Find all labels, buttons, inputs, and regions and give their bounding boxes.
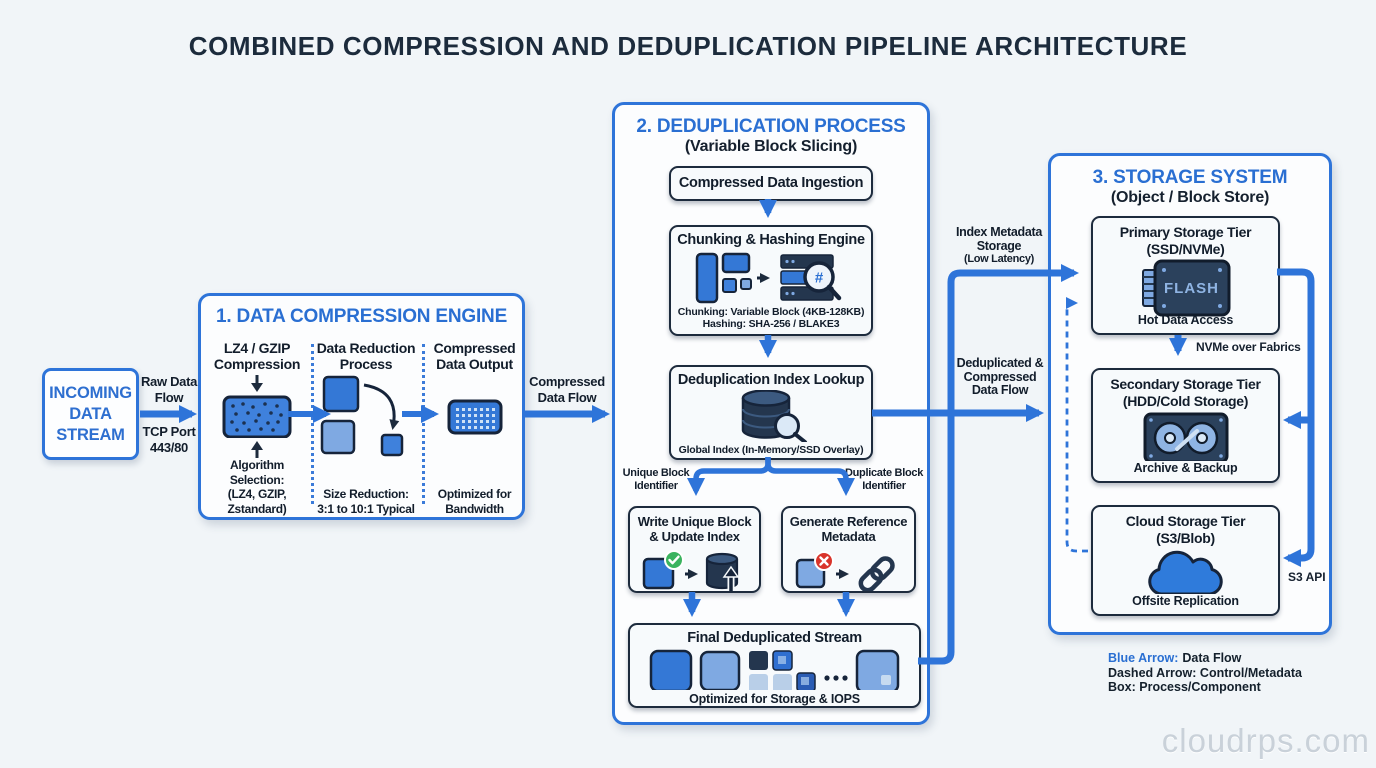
dedup-header: 2. DEDUPLICATION PROCESS bbox=[636, 116, 906, 137]
chunking-hashing-box: Chunking & Hashing Engine # Chunking: Va… bbox=[669, 225, 873, 336]
s3-api-label: S3 API bbox=[1288, 570, 1326, 584]
compression-column-output: Compressed Data Output Optimized for Ban… bbox=[433, 340, 516, 516]
storage-subheader: (Object / Block Store) bbox=[1110, 189, 1270, 206]
final-dedup-stream-box: Final Deduplicated Stream Optimized for … bbox=[628, 623, 921, 708]
incoming-line: DATA bbox=[69, 404, 112, 423]
column-divider bbox=[422, 344, 425, 504]
duplicate-block-identifier-label: Duplicate Block Identifier bbox=[844, 467, 924, 492]
write-unique-icon bbox=[642, 550, 739, 591]
primary-storage-box: Primary Storage Tier (SSD/NVMe) FLASH Ho… bbox=[1091, 216, 1280, 335]
page-title: COMBINED COMPRESSION AND DEDUPLICATION P… bbox=[188, 31, 1188, 61]
dedup-index-lookup-box: Deduplication Index Lookup Global Index … bbox=[669, 365, 873, 460]
nvme-label: NVMe over Fabrics bbox=[1196, 340, 1301, 354]
index-metadata-label: Index Metadata Storage (Low Latency) bbox=[955, 225, 1043, 265]
legend-line-box: Box: Process/Component bbox=[1108, 680, 1261, 694]
tcp-port-label: TCP Port 443/80 bbox=[142, 424, 196, 455]
legend-line-dashed-arrow: Dashed Arrow: Control/Metadata bbox=[1108, 665, 1303, 680]
index-lookup-database-icon bbox=[741, 389, 807, 442]
compressed-block-icon bbox=[222, 395, 292, 439]
legend-line-blue-arrow: Blue Arrow:Data Flow bbox=[1108, 651, 1242, 665]
write-unique-block-box: Write Unique Block & Update Index bbox=[628, 506, 761, 593]
hdd-icon bbox=[1143, 412, 1228, 461]
generate-reference-box: Generate Reference Metadata bbox=[781, 506, 916, 593]
secondary-storage-box: Secondary Storage Tier (HDD/Cold Storage… bbox=[1091, 368, 1280, 483]
compressed-output-icon bbox=[447, 399, 502, 435]
compressed-data-flow-label: Compressed Data Flow bbox=[529, 374, 605, 405]
compression-engine-box: 1. DATA COMPRESSION ENGINE LZ4 / GZIP Co… bbox=[198, 293, 525, 520]
storage-header: 3. STORAGE SYSTEM bbox=[1092, 167, 1288, 188]
compression-column-lz4: LZ4 / GZIP Compression bbox=[213, 340, 301, 516]
incoming-line: INCOMING bbox=[49, 383, 132, 402]
watermark: cloudrps.com bbox=[1161, 722, 1370, 759]
raw-data-flow-label: Raw Data Flow bbox=[140, 374, 198, 405]
compression-column-reduction: Data Reduction Process Size Reduction: 3… bbox=[316, 340, 416, 516]
column-divider bbox=[311, 344, 314, 504]
dedup-flow-label: Deduplicated & Compressed Data Flow bbox=[956, 356, 1044, 397]
arrow-up-icon bbox=[251, 441, 263, 458]
chunking-hashing-icon: # bbox=[695, 252, 842, 303]
flash-chip-icon: FLASH bbox=[1141, 259, 1231, 317]
unique-block-identifier-label: Unique Block Identifier bbox=[622, 467, 690, 492]
dedup-subheader: (Variable Block Slicing) bbox=[684, 138, 858, 155]
incoming-line: STREAM bbox=[56, 425, 125, 444]
storage-system-box: 3. STORAGE SYSTEM (Object / Block Store)… bbox=[1048, 153, 1332, 635]
deduplication-process-box: 2. DEDUPLICATION PROCESS (Variable Block… bbox=[612, 102, 930, 725]
svg-text:#: # bbox=[815, 269, 824, 286]
flash-chip-label: FLASH bbox=[1164, 279, 1219, 297]
arrow-down-icon bbox=[251, 375, 263, 392]
legend: Blue Arrow:Data Flow Dashed Arrow: Contr… bbox=[1108, 651, 1302, 695]
final-stream-blocks-icon bbox=[649, 649, 899, 690]
cloud-icon bbox=[1147, 550, 1223, 594]
compression-header: 1. DATA COMPRESSION ENGINE bbox=[215, 306, 508, 327]
cloud-storage-box: Cloud Storage Tier (S3/Blob) Offsite Rep… bbox=[1091, 505, 1280, 616]
incoming-data-stream-box: INCOMING DATA STREAM bbox=[42, 368, 139, 460]
compressed-data-ingestion-box: Compressed Data Ingestion bbox=[669, 166, 873, 201]
reference-metadata-icon bbox=[795, 551, 895, 591]
size-reduction-icon bbox=[320, 375, 404, 457]
